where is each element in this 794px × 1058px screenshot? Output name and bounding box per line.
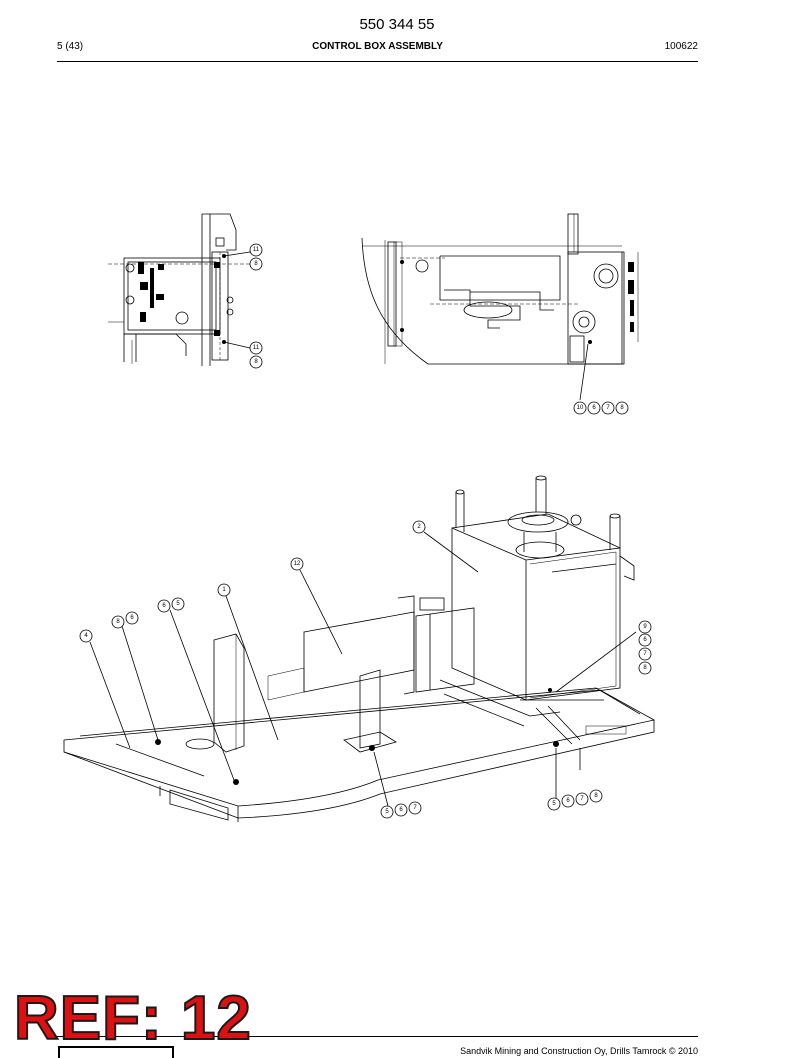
svg-text:8: 8 — [643, 665, 647, 671]
callout-balloon: 8 — [589, 789, 603, 803]
svg-text:8: 8 — [116, 619, 120, 625]
svg-text:6: 6 — [592, 405, 596, 411]
svg-text:4: 4 — [84, 633, 88, 639]
footer-copyright: Sandvik Mining and Construction Oy, Dril… — [460, 1046, 698, 1056]
callout-balloon: 7 — [638, 647, 652, 661]
document-number: 550 344 55 — [359, 16, 435, 33]
svg-text:12: 12 — [294, 561, 301, 567]
callout-balloon: 12 — [290, 557, 304, 571]
callout-balloon: 6 — [157, 599, 171, 613]
svg-text:7: 7 — [606, 405, 610, 411]
svg-text:5: 5 — [176, 601, 180, 607]
date-code: 100622 — [664, 41, 698, 52]
callout-balloon: 8 — [111, 615, 125, 629]
header-divider — [57, 61, 698, 62]
svg-text:11: 11 — [253, 247, 260, 253]
callout-balloon: 6 — [587, 401, 601, 415]
svg-text:7: 7 — [643, 651, 647, 657]
left-side-view — [108, 213, 251, 366]
svg-text:8: 8 — [594, 793, 598, 799]
svg-text:11: 11 — [253, 345, 260, 351]
callout-balloon: 11 — [249, 243, 263, 257]
ref-stamp: REF: 12 — [13, 984, 252, 1053]
svg-text:8: 8 — [620, 405, 624, 411]
svg-text:5: 5 — [385, 809, 389, 815]
callout-balloon: 7 — [408, 801, 422, 815]
callout-balloon: 6 — [394, 803, 408, 817]
svg-text:7: 7 — [580, 796, 584, 802]
page-title: CONTROL BOX ASSEMBLY — [312, 41, 443, 52]
callout-balloon: 8 — [249, 355, 263, 369]
sandvik-logo-fragment — [58, 1046, 174, 1058]
footer-divider — [57, 1036, 698, 1037]
svg-text:1: 1 — [222, 587, 226, 593]
callout-balloon: 10 — [573, 401, 587, 415]
svg-text:8: 8 — [254, 261, 258, 267]
callout-balloon: 6 — [638, 633, 652, 647]
svg-text:6: 6 — [130, 615, 134, 621]
isometric-view — [63, 475, 656, 822]
callout-balloon: 7 — [601, 401, 615, 415]
svg-text:6: 6 — [643, 637, 647, 643]
callout-balloon: 6 — [561, 794, 575, 808]
svg-text:6: 6 — [566, 798, 570, 804]
callout-balloon: 8 — [615, 401, 629, 415]
svg-text:7: 7 — [413, 805, 417, 811]
page-number: 5 (43) — [57, 41, 84, 52]
callout-balloon: 2 — [412, 520, 426, 534]
svg-text:9: 9 — [643, 624, 647, 630]
right-top-view — [361, 213, 639, 401]
callout-group: 11 8 11 8 10 6 7 8 2 12 1 6 5 8 6 4 9 6 … — [79, 243, 652, 819]
callout-balloon: 4 — [79, 629, 93, 643]
svg-text:6: 6 — [399, 807, 403, 813]
callout-balloon: 8 — [638, 661, 652, 675]
svg-text:5: 5 — [552, 801, 556, 807]
callout-balloon: 5 — [380, 805, 394, 819]
svg-text:10: 10 — [577, 405, 584, 411]
callout-balloon: 7 — [575, 792, 589, 806]
callout-balloon: 6 — [125, 611, 139, 625]
callout-balloon: 8 — [249, 257, 263, 271]
svg-text:2: 2 — [417, 524, 421, 530]
callout-balloon: 11 — [249, 341, 263, 355]
callout-balloon: 5 — [547, 797, 561, 811]
header-row: 5 (43) CONTROL BOX ASSEMBLY 100622 — [57, 41, 698, 55]
svg-text:6: 6 — [162, 603, 166, 609]
svg-text:8: 8 — [254, 359, 258, 365]
callout-balloon: 9 — [638, 620, 652, 634]
callout-balloon: 5 — [171, 597, 185, 611]
callout-balloon: 1 — [217, 583, 231, 597]
